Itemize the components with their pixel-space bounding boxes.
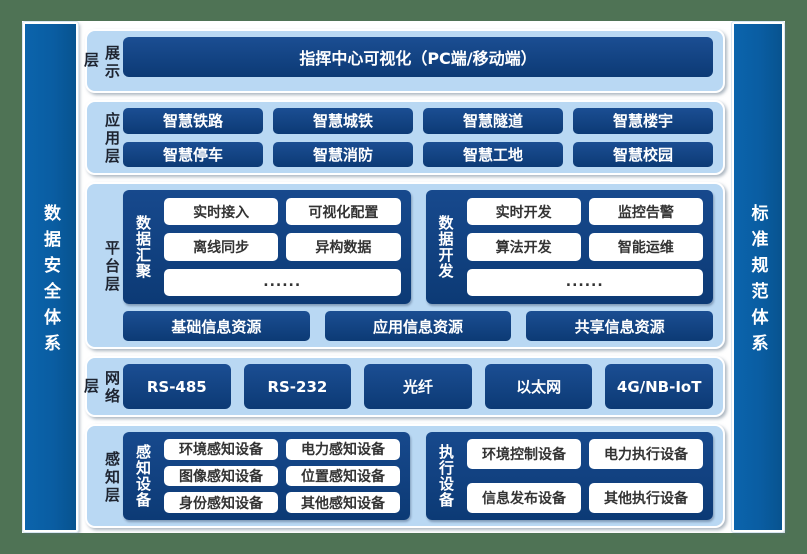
pill: 离线同步 bbox=[164, 233, 279, 261]
execution-devices-label: 执行设备 bbox=[437, 444, 455, 508]
app-box: 智慧隧道 bbox=[423, 108, 563, 134]
more-pill: ...... bbox=[466, 268, 703, 296]
data-security-pillar-label: 数据安全体系 bbox=[40, 203, 60, 360]
pill: 算法开发 bbox=[466, 233, 581, 261]
network-box: 光纤 bbox=[364, 364, 472, 409]
data-development-label: 数据开发 bbox=[436, 215, 455, 279]
network-row: RS-485 RS-232 光纤 以太网 4G/NB-IoT bbox=[123, 364, 713, 409]
data-development-group: 数据开发 实时开发 监控告警 算法开发 智能运维 ...... bbox=[425, 190, 713, 304]
sensing-devices-label: 感知设备 bbox=[134, 444, 152, 508]
pill: 图像感知设备 bbox=[164, 465, 278, 487]
network-box: 4G/NB-IoT bbox=[605, 364, 713, 409]
pill: 电力感知设备 bbox=[286, 439, 400, 460]
pill: 环境感知设备 bbox=[164, 439, 278, 460]
pill: 异构数据 bbox=[286, 233, 401, 261]
data-development-pills: 实时开发 监控告警 算法开发 智能运维 ...... bbox=[466, 198, 703, 296]
app-box: 智慧消防 bbox=[273, 141, 413, 167]
pill: 位置感知设备 bbox=[286, 465, 400, 487]
pill: 实时接入 bbox=[164, 198, 279, 226]
resource-box: 基础信息资源 bbox=[123, 311, 310, 341]
app-box: 智慧城铁 bbox=[273, 108, 413, 134]
layer-panel-perception: 感知层 感知设备 环境感知设备 电力感知设备 图像感知设备 位置感知设备 身份感… bbox=[85, 424, 725, 528]
app-box: 智慧工地 bbox=[423, 141, 563, 167]
pill: 可视化配置 bbox=[286, 198, 401, 226]
pill: 实时开发 bbox=[466, 198, 581, 226]
layer-label-network: 网络层 bbox=[82, 370, 121, 406]
platform-groups-row: 数据汇聚 实时接入 可视化配置 离线同步 异构数据 ...... 数据开发 bbox=[123, 190, 713, 304]
perception-groups-row: 感知设备 环境感知设备 电力感知设备 图像感知设备 位置感知设备 身份感知设备 … bbox=[123, 432, 713, 520]
layer-panel-platform: 平台层 数据汇聚 实时接入 可视化配置 离线同步 异构数据 ...... bbox=[85, 182, 725, 349]
pill: 智能运维 bbox=[588, 233, 703, 261]
app-box: 智慧校园 bbox=[573, 141, 713, 167]
layer-label-perception: 感知层 bbox=[103, 450, 121, 505]
more-pill: ...... bbox=[164, 268, 401, 296]
platform-layer-body: 数据汇聚 实时接入 可视化配置 离线同步 异构数据 ...... 数据开发 bbox=[123, 190, 714, 341]
layer-panel-application: 应用层 智慧铁路 智慧城铁 智慧隧道 智慧楼宇 智慧停车 智慧消防 智慧工地 智… bbox=[85, 100, 725, 175]
data-aggregation-label: 数据汇聚 bbox=[134, 215, 152, 279]
pill: 信息发布设备 bbox=[467, 483, 581, 513]
app-box: 智慧楼宇 bbox=[573, 108, 713, 134]
layer-panel-network: 网络层 RS-485 RS-232 光纤 以太网 4G/NB-IoT bbox=[82, 356, 725, 417]
network-box: 以太网 bbox=[484, 364, 593, 409]
app-box: 智慧停车 bbox=[123, 141, 263, 167]
display-layer-body: 指挥中心可视化（PC端/移动端） bbox=[123, 37, 713, 85]
data-aggregation-group: 数据汇聚 实时接入 可视化配置 离线同步 异构数据 ...... bbox=[123, 190, 411, 304]
pill: 电力执行设备 bbox=[589, 439, 703, 469]
layer-label-display: 展示层 bbox=[82, 44, 121, 81]
app-box: 智慧铁路 bbox=[123, 108, 263, 134]
resource-row: 基础信息资源 应用信息资源 共享信息资源 bbox=[123, 311, 714, 341]
pill: 其他执行设备 bbox=[589, 483, 703, 513]
layer-stack: 展示层 指挥中心可视化（PC端/移动端） 应用层 智慧铁路 智慧城铁 智慧隧道 … bbox=[82, 29, 725, 528]
network-box: RS-485 bbox=[123, 364, 231, 409]
pill: 环境控制设备 bbox=[467, 439, 581, 469]
pill: 监控告警 bbox=[588, 198, 703, 226]
standards-pillar: 标准规范体系 bbox=[731, 21, 785, 533]
command-center-box: 指挥中心可视化（PC端/移动端） bbox=[123, 37, 713, 77]
diagram-canvas: 数据安全体系 展示层 指挥中心可视化（PC端/移动端） 应用层 智慧铁路 智慧城… bbox=[22, 21, 785, 533]
pill: 其他感知设备 bbox=[286, 492, 400, 513]
application-grid: 智慧铁路 智慧城铁 智慧隧道 智慧楼宇 智慧停车 智慧消防 智慧工地 智慧校园 bbox=[123, 108, 713, 167]
pill: 身份感知设备 bbox=[164, 492, 278, 513]
data-aggregation-pills: 实时接入 可视化配置 离线同步 异构数据 ...... bbox=[164, 198, 401, 296]
network-box: RS-232 bbox=[243, 364, 352, 409]
sensing-devices-pills: 环境感知设备 电力感知设备 图像感知设备 位置感知设备 身份感知设备 其他感知设… bbox=[164, 439, 400, 513]
sensing-devices-group: 感知设备 环境感知设备 电力感知设备 图像感知设备 位置感知设备 身份感知设备 … bbox=[123, 432, 410, 520]
resource-box: 共享信息资源 bbox=[526, 311, 714, 341]
layer-label-platform: 平台层 bbox=[103, 240, 121, 294]
execution-devices-pills: 环境控制设备 电力执行设备 信息发布设备 其他执行设备 bbox=[467, 439, 703, 513]
execution-devices-group: 执行设备 环境控制设备 电力执行设备 信息发布设备 其他执行设备 bbox=[426, 432, 713, 520]
layer-panel-display: 展示层 指挥中心可视化（PC端/移动端） bbox=[82, 29, 725, 93]
standards-pillar-label: 标准规范体系 bbox=[747, 203, 768, 360]
data-security-pillar: 数据安全体系 bbox=[22, 21, 79, 533]
resource-box: 应用信息资源 bbox=[324, 311, 512, 341]
layer-label-application: 应用层 bbox=[103, 112, 121, 166]
